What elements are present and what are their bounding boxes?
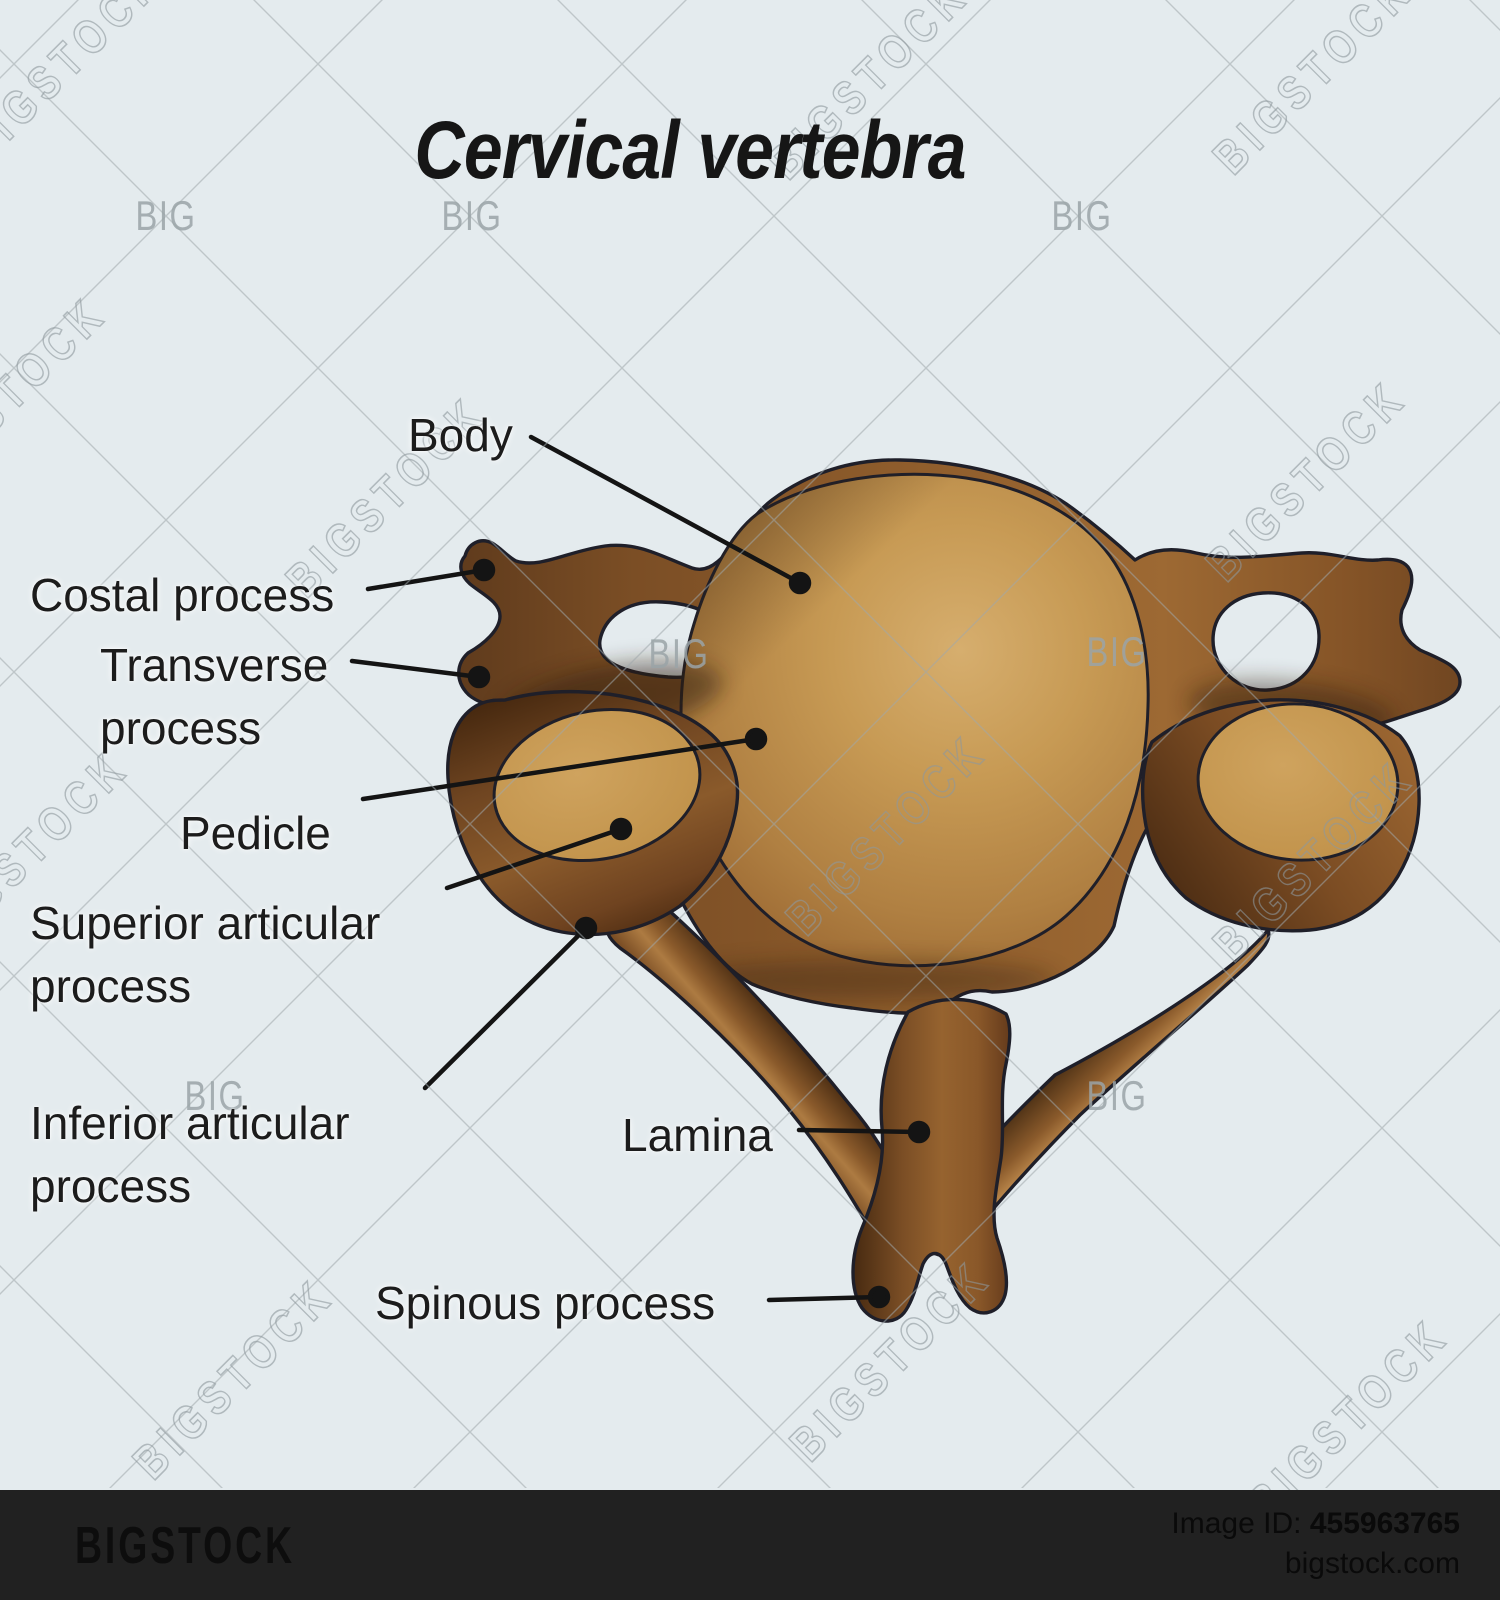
page-title: Cervical vertebra: [414, 105, 966, 196]
footer-bar: BIGSTOCK Image ID: 455963765 bigstock.co…: [0, 1490, 1500, 1600]
watermark-big-text: BIG: [441, 192, 502, 239]
label-superior-articular-process: Superior articular process: [30, 897, 381, 1013]
watermark-big-text: BIG: [135, 192, 196, 239]
watermark-big-text: BIG: [1051, 192, 1112, 239]
bigstock-logo: BIGSTOCK: [75, 1517, 295, 1575]
label-lamina: Lamina: [622, 1109, 773, 1161]
site-url: bigstock.com: [1284, 1547, 1460, 1580]
watermark-big-text: BIG: [184, 1072, 245, 1119]
label-pedicle: Pedicle: [180, 807, 331, 859]
label-inferior-articular-process: Inferior articular process: [30, 1097, 350, 1213]
label-costal-process: Costal process: [30, 569, 335, 621]
image-id-value: 455963765: [1309, 1507, 1460, 1540]
watermark-big-text: BIG: [1086, 1072, 1147, 1119]
label-body: Body: [408, 409, 513, 461]
watermark-big-layer: BIG BIG BIG BIG BIG BIG BIG: [135, 192, 1147, 1119]
label-spinous-process: Spinous process: [375, 1277, 716, 1329]
image-id-label: Image ID:: [1171, 1507, 1302, 1540]
label-transverse-process: Transverse process: [100, 639, 329, 755]
watermark-big-text: BIG: [1086, 628, 1147, 675]
watermark-grid: [0, 0, 1500, 1488]
image-id-line: Image ID: 455963765: [1171, 1504, 1460, 1544]
image-metadata: Image ID: 455963765 bigstock.com: [1171, 1504, 1460, 1584]
watermark-big-text: BIG: [648, 630, 709, 677]
